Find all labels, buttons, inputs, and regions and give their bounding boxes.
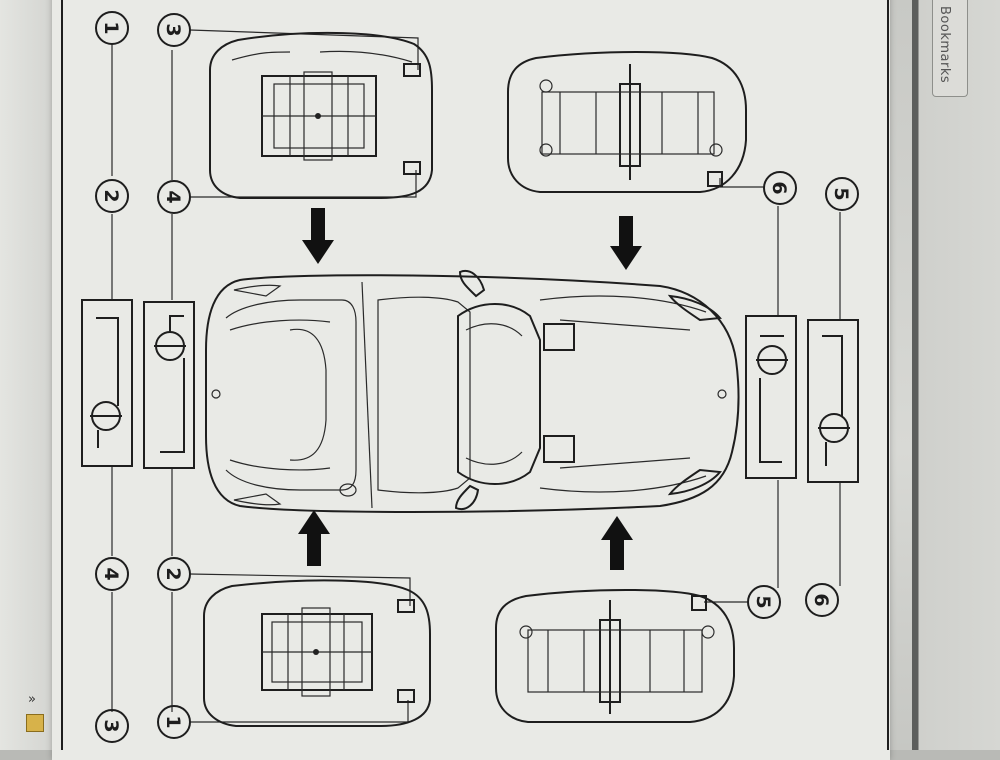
svg-text:5: 5 <box>752 595 774 608</box>
sequence-box-right-outer <box>807 319 859 483</box>
svg-text:4: 4 <box>100 567 122 580</box>
svg-text:2: 2 <box>162 567 184 580</box>
bookmarks-tab[interactable]: Bookmarks <box>932 0 968 97</box>
car-top-view <box>205 270 740 513</box>
callout-inner-top-4: 4 <box>157 180 191 214</box>
bookmarks-tab-label: Bookmarks <box>937 6 952 84</box>
viewer-left-toolbar: » <box>0 0 52 750</box>
callout-left-bottom-3: 3 <box>95 709 129 743</box>
arrow-up-right-bottom <box>601 516 633 570</box>
document-page <box>52 0 890 760</box>
page-frame <box>61 0 889 750</box>
leader-line <box>189 573 411 606</box>
callout-left-top-1: 1 <box>95 11 129 45</box>
callout-left-top-2: 2 <box>95 179 129 213</box>
viewer-side-panel <box>912 0 1000 750</box>
svg-text:4: 4 <box>162 190 184 203</box>
leader-line <box>190 700 409 723</box>
callout-right-bar-6: 6 <box>805 583 839 617</box>
svg-text:6: 6 <box>810 593 832 606</box>
callout-inner-bottom-1: 1 <box>157 705 191 739</box>
sequence-box-left-inner <box>143 301 195 469</box>
callout-right-bar-5: 5 <box>825 177 859 211</box>
svg-text:3: 3 <box>100 719 122 732</box>
sequence-box-left-outer <box>81 299 133 467</box>
svg-text:1: 1 <box>100 21 122 34</box>
svg-text:3: 3 <box>162 23 184 36</box>
expand-chevron-icon[interactable]: » <box>28 692 36 707</box>
callout-right-inner-6: 6 <box>763 171 797 205</box>
arrow-down-left-top <box>302 208 334 264</box>
callout-right-inner-5: 5 <box>747 585 781 619</box>
leader-line <box>189 29 419 70</box>
svg-text:2: 2 <box>100 189 122 202</box>
arrow-down-right-top <box>610 216 642 270</box>
svg-text:5: 5 <box>830 187 852 200</box>
brake-caliper-bottom-left <box>203 579 431 727</box>
callout-left-bottom-4: 4 <box>95 557 129 591</box>
brake-caliper-top-right <box>507 51 747 193</box>
brake-caliper-top-left <box>209 31 433 199</box>
sequence-box-right-inner <box>745 315 797 479</box>
arrow-up-left-bottom <box>298 510 330 566</box>
svg-text:6: 6 <box>768 181 790 194</box>
callout-inner-bottom-2: 2 <box>157 557 191 591</box>
callout-inner-top-3: 3 <box>157 13 191 47</box>
svg-text:1: 1 <box>162 715 184 728</box>
attachment-icon[interactable] <box>26 714 44 732</box>
brake-caliper-bottom-right <box>495 589 735 723</box>
